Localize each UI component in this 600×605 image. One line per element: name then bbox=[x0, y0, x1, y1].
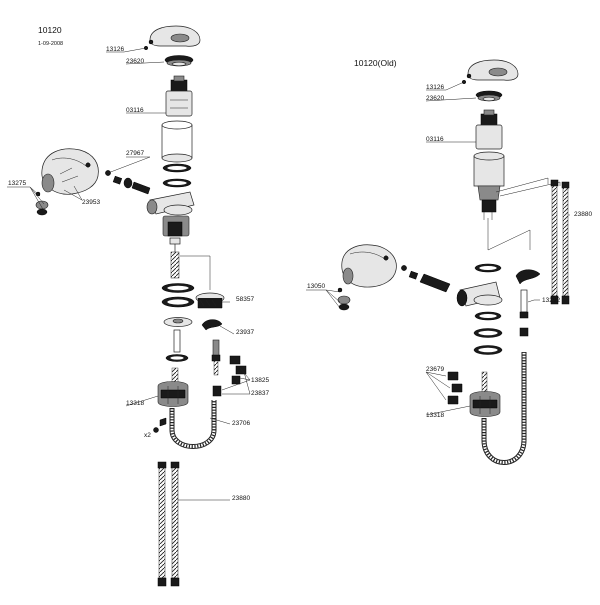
right-fittings-23679 bbox=[447, 371, 463, 405]
right-model-title: 10120(Old) bbox=[354, 58, 397, 68]
right-clip-13292 bbox=[515, 269, 541, 337]
left-small-fittings bbox=[211, 339, 247, 397]
left-label-13126: 13126 bbox=[106, 46, 124, 53]
left-leader-bracket bbox=[180, 255, 211, 290]
right-label-13126: 13126 bbox=[426, 84, 444, 91]
right-spout-elbow bbox=[456, 281, 503, 307]
left-rod bbox=[173, 329, 181, 353]
left-hose-fittings bbox=[35, 170, 151, 216]
left-label-23953: 23953 bbox=[82, 199, 100, 206]
right-screw-13126 bbox=[466, 73, 472, 79]
left-escutcheon-58357 bbox=[195, 292, 225, 309]
right-label-23880: 23880 bbox=[574, 211, 592, 218]
right-leader-lines bbox=[306, 81, 570, 416]
right-assembly: 10120(Old) bbox=[306, 58, 592, 465]
left-label-13318: 13318 bbox=[126, 400, 144, 407]
right-hose-weight-13318 bbox=[469, 371, 501, 417]
right-label-03116: 03116 bbox=[426, 136, 444, 143]
right-hose-fittings bbox=[337, 265, 451, 311]
right-handle-lever bbox=[461, 59, 519, 85]
right-supply-hoses-23880 bbox=[495, 177, 570, 305]
left-pullout-hose bbox=[169, 400, 217, 449]
left-supply-hoses-23880 bbox=[157, 461, 180, 587]
left-assembly: 10120 1-09-2008 bbox=[7, 25, 269, 587]
left-date: 1-09-2008 bbox=[38, 41, 63, 47]
left-screw-13126 bbox=[148, 39, 154, 45]
right-label-13050: 13050 bbox=[307, 283, 325, 290]
right-label-13292: 13292 bbox=[542, 297, 560, 304]
left-label-58357: 58357 bbox=[236, 296, 254, 303]
left-label-03116: 03116 bbox=[126, 107, 144, 114]
left-leader-lines bbox=[7, 47, 251, 501]
left-cartridge-03116 bbox=[165, 75, 193, 117]
left-label-23837: 23837 bbox=[251, 390, 269, 397]
left-spray-head bbox=[41, 148, 99, 195]
left-hose-weight-13318 bbox=[157, 367, 189, 407]
right-label-23679: 23679 bbox=[426, 366, 444, 373]
right-label-13318: 13318 bbox=[426, 412, 444, 419]
left-ring-23620 bbox=[164, 55, 194, 67]
left-label-23880: 23880 bbox=[232, 495, 250, 502]
left-label-13825: 13825 bbox=[251, 377, 269, 384]
right-spray-head bbox=[341, 244, 397, 288]
right-cartridge-03116 bbox=[475, 109, 503, 150]
left-qty-parts bbox=[153, 417, 167, 433]
right-leader-bracket bbox=[487, 218, 531, 251]
left-clip-23937 bbox=[201, 319, 223, 331]
left-faucet-body bbox=[161, 120, 193, 163]
right-label-23620: 23620 bbox=[426, 95, 444, 102]
left-label-23706: 23706 bbox=[232, 420, 250, 427]
left-label-13275: 13275 bbox=[8, 180, 26, 187]
left-label-qty: x2 bbox=[144, 432, 151, 439]
left-label-27967: 27967 bbox=[126, 150, 144, 157]
left-model-title: 10120 bbox=[38, 25, 62, 35]
left-label-23620: 23620 bbox=[126, 58, 144, 65]
right-faucet-body bbox=[473, 151, 505, 220]
right-ring-23620 bbox=[475, 90, 503, 102]
left-spout-connector bbox=[146, 191, 195, 216]
left-handle-lever bbox=[143, 25, 201, 51]
left-label-23937: 23937 bbox=[236, 329, 254, 336]
left-threaded-shank bbox=[170, 251, 180, 279]
left-washer-plate bbox=[163, 317, 193, 327]
left-diverter-block bbox=[162, 215, 190, 252]
